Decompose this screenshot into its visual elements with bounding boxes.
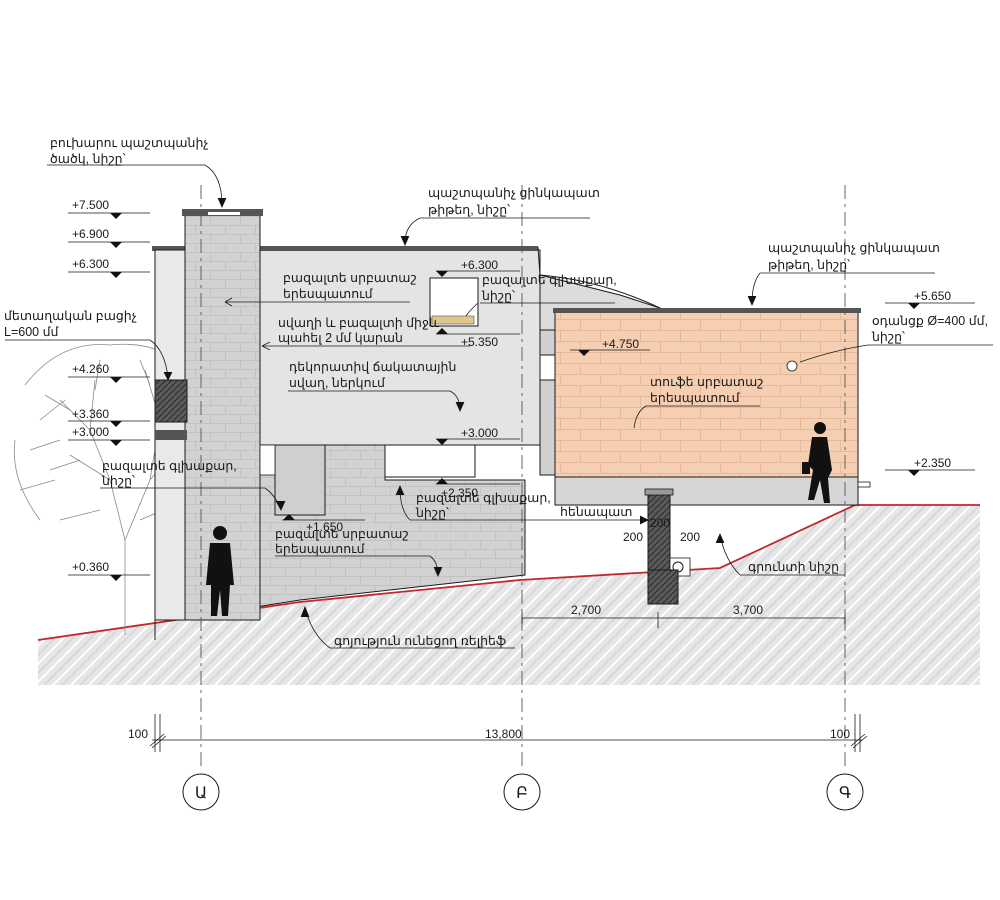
- note-wall-gap-2: պահել 2 մմ կարան: [278, 331, 403, 345]
- note-air-duct-1: օդանցք Ø=400 մմ,: [872, 314, 988, 328]
- axis-label-a: Ա: [195, 785, 207, 802]
- note-basalt-facing-low-2: երեսպատում: [275, 542, 366, 556]
- note-air-duct-2: նիշը՝: [871, 330, 906, 344]
- axis-label-b: Բ: [516, 785, 528, 802]
- level-4260: +4.260: [72, 362, 109, 376]
- level-0360: +0.360: [72, 560, 109, 574]
- level-1650: +1.650: [306, 520, 343, 534]
- dimension-lines: [149, 612, 868, 752]
- building: [152, 209, 541, 640]
- dim-100-left: 100: [128, 727, 148, 741]
- note-basalt-facing-top-2: երեսպատում: [283, 287, 374, 301]
- note-chimney-cap-2: ծածկ, նիշը՝: [50, 152, 127, 166]
- leader-lines: [5, 164, 993, 649]
- note-basalt-facing-low-1: բազալտե սրբատաշ: [275, 527, 409, 541]
- note-wall-gap-1: սվաղի և բազալտի միջև: [278, 316, 440, 330]
- note-tuff-facing-2: երեսպատում: [650, 391, 741, 405]
- note-roof-right-1: պաշտպանիչ ցինկապատ: [768, 241, 940, 255]
- level-5650: +5.650: [914, 289, 951, 303]
- roof-plate-right: [553, 308, 861, 313]
- note-basalt-sill-top-2: նիշը՝: [481, 289, 516, 303]
- dim-2700: 2,700: [571, 603, 601, 617]
- level-2350-center: +2.350: [441, 486, 478, 500]
- note-basalt-sill-low-1: բազալտե գլխաքար,: [416, 491, 551, 505]
- axis-bubble-a: Ա: [182, 773, 220, 811]
- dim-13800: 13,800: [485, 727, 522, 741]
- level-4750: +4.750: [602, 337, 639, 351]
- level-2350-right: +2.350: [914, 456, 951, 470]
- roof-plate-mid: [152, 246, 538, 251]
- dim-200-top: 200: [650, 516, 670, 530]
- metal-louver: [154, 379, 188, 423]
- level-6300-center: +6.300: [461, 258, 498, 272]
- level-3000-left: +3.000: [72, 425, 109, 439]
- level-6300-left: +6.300: [72, 257, 109, 271]
- axis-lines: [200, 185, 846, 770]
- level-markers-left: [68, 212, 150, 581]
- retaining-wall-section: [644, 488, 691, 605]
- person-left: [206, 526, 234, 616]
- level-markers-center: [282, 270, 975, 521]
- note-decor-plaster-2: սվաղ, ներկում: [289, 376, 386, 390]
- level-5350: +5.350: [461, 335, 498, 349]
- note-tuff-facing-1: տուֆե սրբատաշ: [650, 375, 764, 389]
- dim-200-left: 200: [623, 530, 643, 544]
- note-basalt-facing-top-1: բազալտե սրբատաշ: [283, 271, 417, 285]
- note-roof-mid-1: պաշտպանիչ ցինկապատ: [428, 186, 600, 200]
- note-basalt-sill-left-1: բազալտե գլխաքար,: [102, 459, 237, 473]
- note-basalt-sill-top-1: բազալտե գլխաքար,: [482, 273, 617, 287]
- level-3360: +3.360: [72, 407, 109, 421]
- note-decor-plaster-1: դեկորատիվ ճակատային: [289, 360, 456, 374]
- axis-bubble-c: Գ: [826, 773, 864, 811]
- note-basalt-sill-left-2: նիշը՝: [101, 474, 136, 488]
- window-lower: [384, 444, 476, 478]
- level-6900: +6.900: [72, 227, 109, 241]
- dim-100-right: 100: [830, 727, 850, 741]
- note-existing-relief: գոյություն ունեցող ռելիեֆ: [334, 634, 506, 648]
- level-3000-center: +3.000: [461, 426, 498, 440]
- person-right: [802, 422, 832, 503]
- note-roof-mid-2: թիթեղ, նիշը՝: [428, 203, 511, 217]
- air-duct: [786, 360, 798, 372]
- note-metal-louver-2: L=600 մմ: [4, 325, 60, 339]
- axis-bubble-b: Բ: [503, 773, 541, 811]
- note-roof-right-2: թիթեղ, նիշը՝: [768, 258, 851, 272]
- dim-200-right: 200: [680, 530, 700, 544]
- note-chimney-cap-1: բուխարու պաշտպանիչ: [50, 136, 208, 150]
- right-volume: [553, 308, 871, 506]
- note-ground-mark: գրունտի նիշը: [748, 560, 839, 574]
- level-7500: +7.500: [72, 198, 109, 212]
- dim-3700: 3,700: [733, 603, 763, 617]
- note-retaining-wall: հենապատ: [560, 505, 632, 519]
- axis-label-c: Գ: [839, 785, 851, 802]
- tuff-wall: [554, 311, 859, 478]
- note-metal-louver-1: մետաղական բացիչ: [4, 309, 137, 323]
- note-basalt-sill-low-2: նիշը՝: [415, 506, 450, 520]
